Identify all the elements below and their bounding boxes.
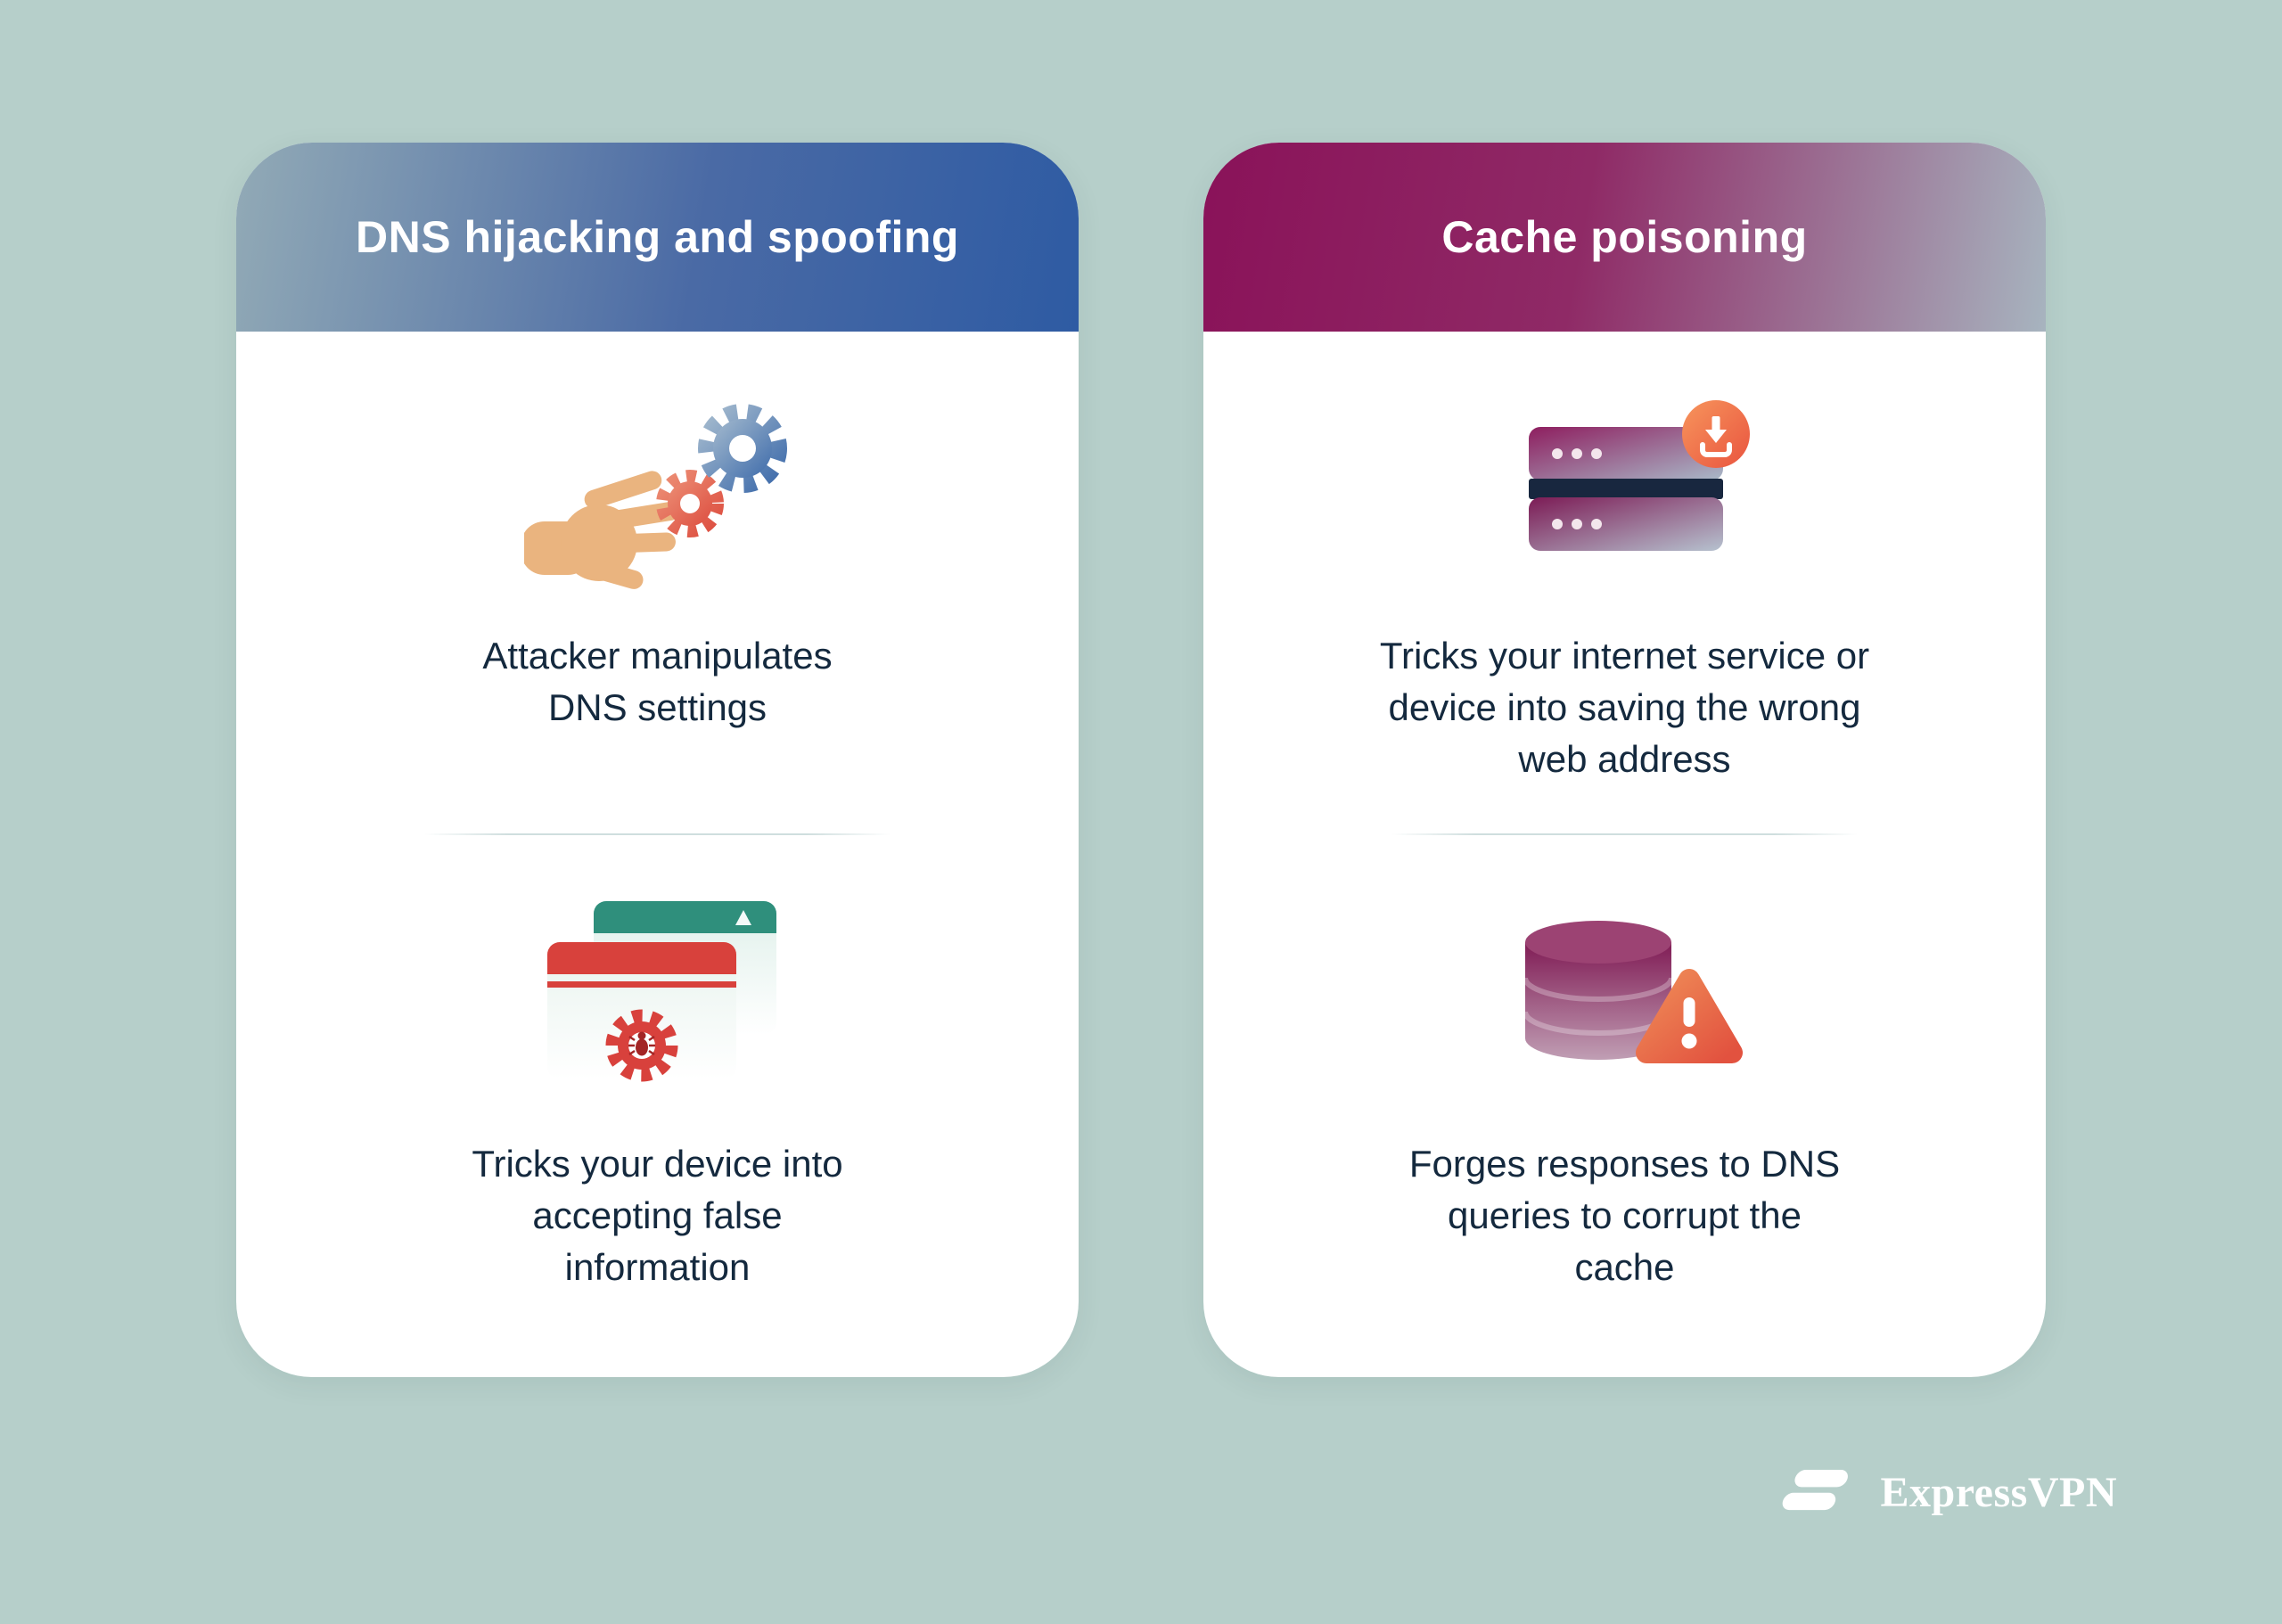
divider bbox=[1391, 833, 1859, 835]
card-title-dns: DNS hijacking and spoofing bbox=[356, 212, 959, 262]
item-text: Forges responses to DNS queries to corru… bbox=[1408, 1143, 1841, 1288]
item-tricks-isp: Tricks your internet service or device i… bbox=[1358, 381, 1892, 808]
item-text: Tricks your internet service or device i… bbox=[1379, 635, 1870, 780]
card-body-dns: Attacker manipulates DNS settings bbox=[236, 332, 1079, 1377]
database-warning-icon bbox=[1491, 889, 1759, 1107]
item-text: Tricks your device into accepting false … bbox=[472, 1143, 843, 1288]
card-dns-hijacking: DNS hijacking and spoofing bbox=[236, 143, 1079, 1377]
brand-name: ExpressVPN bbox=[1880, 1469, 2117, 1516]
expressvpn-logo-icon bbox=[1776, 1464, 1858, 1521]
card-cache-poisoning: Cache poisoning bbox=[1203, 143, 2046, 1377]
item-text: Attacker manipulates DNS settings bbox=[482, 635, 833, 728]
server-download-icon bbox=[1491, 381, 1759, 599]
divider bbox=[423, 833, 891, 835]
item-attacker-manipulates: Attacker manipulates DNS settings bbox=[453, 381, 863, 808]
browser-malware-icon bbox=[524, 889, 792, 1107]
card-header-dns: DNS hijacking and spoofing bbox=[236, 143, 1079, 332]
item-forges-responses: Forges responses to DNS queries to corru… bbox=[1393, 889, 1857, 1293]
card-title-cache: Cache poisoning bbox=[1441, 212, 1808, 262]
card-body-cache: Tricks your internet service or device i… bbox=[1203, 332, 2046, 1377]
card-header-cache: Cache poisoning bbox=[1203, 143, 2046, 332]
item-tricks-device: Tricks your device into accepting false … bbox=[448, 889, 867, 1293]
cards-row: DNS hijacking and spoofing bbox=[0, 143, 2282, 1377]
hand-gears-icon bbox=[523, 381, 792, 599]
brand-footer: ExpressVPN bbox=[1776, 1464, 2117, 1521]
